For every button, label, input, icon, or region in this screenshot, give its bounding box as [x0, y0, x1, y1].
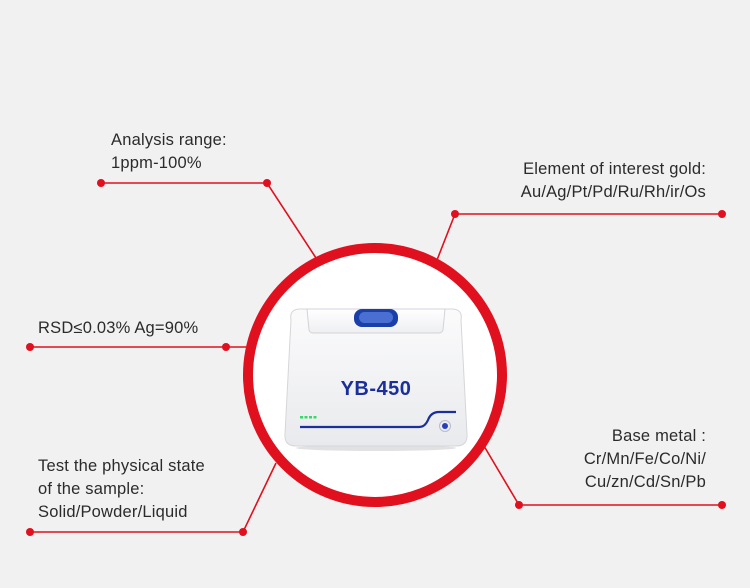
connector-dots [26, 179, 726, 536]
physical-state-title: Test the physical state [38, 457, 205, 475]
analysis-range-title: Analysis range: [111, 131, 227, 149]
connector-analysis-range [101, 182, 317, 259]
device-illustration [284, 308, 468, 451]
dot [26, 528, 34, 536]
element-of-interest-title: Element of interest gold: [523, 160, 706, 178]
rsd-value: RSD≤0.03% Ag=90% [38, 319, 199, 337]
callout-rsd: RSD≤0.03% Ag=90% [38, 317, 198, 340]
callout-base-metal: Base metal : Cr/Mn/Fe/Co/Ni/ Cu/zn/Cd/Sn… [520, 425, 706, 494]
dot [239, 528, 247, 536]
base-metal-value-2: Cu/zn/Cd/Sn/Pb [584, 473, 706, 491]
element-of-interest-value: Au/Ag/Pt/Pd/Ru/Rh/ir/Os [520, 183, 706, 201]
led-indicator-icon [300, 416, 317, 419]
callout-element-of-interest: Element of interest gold: Au/Ag/Pt/Pd/Ru… [460, 158, 706, 204]
callout-physical-state: Test the physical state of the sample: S… [38, 455, 205, 524]
accent-line [300, 410, 456, 429]
connector-element-of-interest [436, 213, 722, 261]
base-metal-title: Base metal : [611, 427, 706, 445]
physical-state-subtitle: of the sample: [38, 480, 145, 498]
dot [515, 501, 523, 509]
dot [718, 210, 726, 218]
dot [263, 179, 271, 187]
dot [718, 501, 726, 509]
callout-analysis-range: Analysis range: 1ppm-100% [111, 129, 227, 175]
analysis-range-value: 1ppm-100% [111, 154, 202, 172]
dot [26, 343, 34, 351]
dot [222, 343, 230, 351]
device-body [284, 308, 468, 447]
dot [451, 210, 459, 218]
base-metal-value-1: Cr/Mn/Fe/Co/Ni/ [583, 450, 706, 468]
dot [97, 179, 105, 187]
device-model-label: YB-450 [340, 378, 412, 400]
physical-state-value: Solid/Powder/Liquid [38, 503, 188, 521]
